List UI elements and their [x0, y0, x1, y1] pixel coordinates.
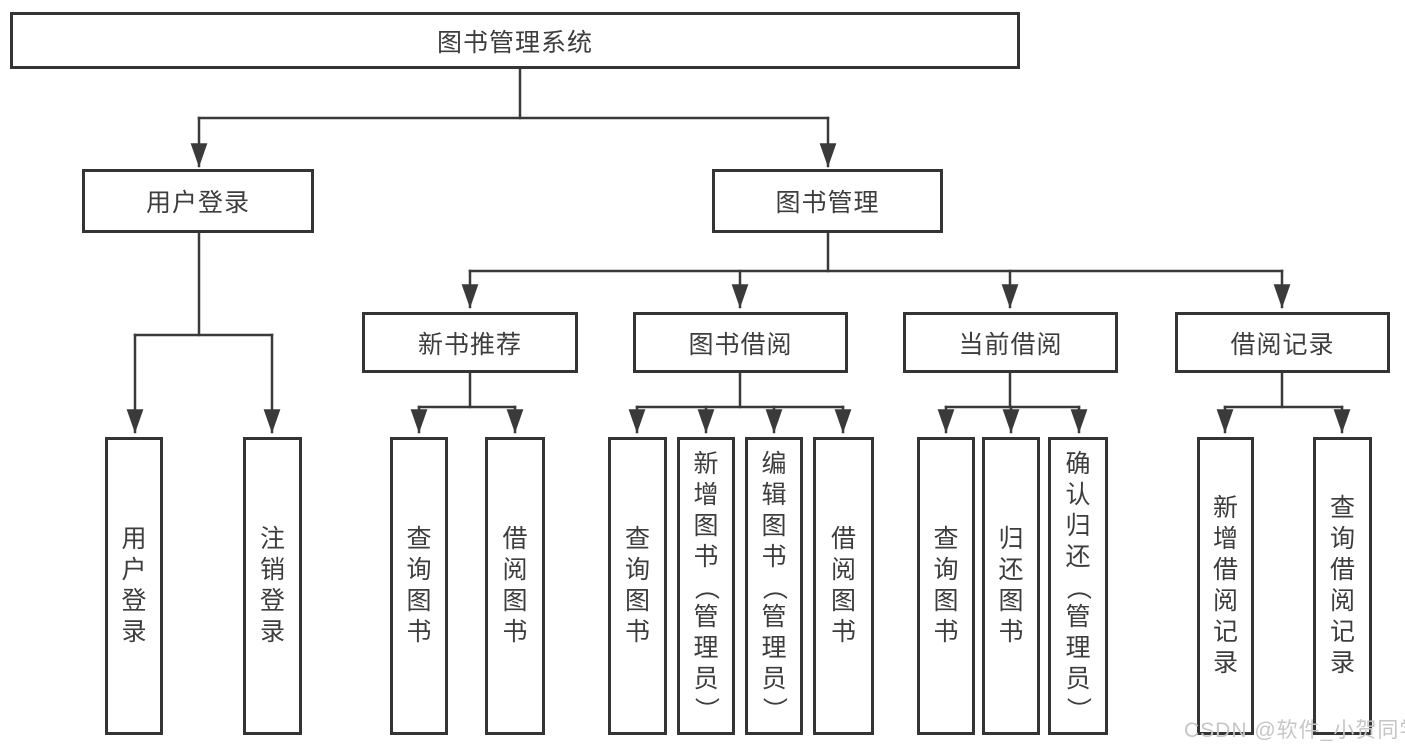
- node-user-login: 用户登录: [82, 169, 314, 233]
- leaf-borrow-books-recommend-label: 借阅图书: [502, 525, 528, 646]
- leaf-borrow-books-recommend: 借阅图书: [485, 437, 545, 735]
- leaf-query-books-borrowing-label: 查询图书: [624, 525, 650, 646]
- leaf-logout: 注销登录: [243, 437, 302, 735]
- node-book-borrowing: 图书借阅: [633, 312, 848, 373]
- leaf-query-books-recommend-label: 查询图书: [406, 525, 432, 646]
- leaf-confirm-return-admin-label: 确认归还（管理员）: [1064, 449, 1093, 722]
- watermark: CSDN @软件_小贺同学: [1184, 719, 1405, 742]
- node-library-system: 图书管理系统: [10, 12, 1020, 69]
- leaf-logout-label: 注销登录: [259, 525, 285, 646]
- leaf-add-books-admin: 新增图书（管理员）: [677, 437, 735, 735]
- leaf-return-books: 归还图书: [982, 437, 1040, 735]
- leaf-query-borrow-record: 查询借阅记录: [1313, 437, 1372, 735]
- leaf-edit-books-admin-label: 编辑图书（管理员）: [760, 449, 789, 722]
- node-book-management-label: 图书管理: [775, 189, 880, 217]
- leaf-user-login: 用户登录: [105, 437, 163, 735]
- node-new-book-recommend: 新书推荐: [362, 312, 578, 373]
- node-borrowing-records: 借阅记录: [1175, 312, 1390, 373]
- leaf-borrow-books-borrowing: 借阅图书: [813, 437, 874, 735]
- node-current-borrowing: 当前借阅: [903, 312, 1118, 373]
- node-new-book-recommend-label: 新书推荐: [417, 330, 522, 359]
- node-user-login-label: 用户登录: [145, 189, 250, 217]
- leaf-edit-books-admin: 编辑图书（管理员）: [745, 437, 803, 735]
- leaf-query-books-current-label: 查询图书: [933, 525, 959, 646]
- leaf-query-books-current: 查询图书: [917, 437, 975, 735]
- leaf-user-login-label: 用户登录: [121, 525, 147, 646]
- node-library-system-label: 图书管理系统: [436, 28, 593, 57]
- leaf-add-borrow-record: 新增借阅记录: [1197, 437, 1254, 735]
- leaf-query-books-borrowing: 查询图书: [608, 437, 667, 735]
- node-book-management: 图书管理: [712, 169, 943, 233]
- leaf-return-books-label: 归还图书: [998, 525, 1024, 646]
- node-borrowing-records-label: 借阅记录: [1230, 330, 1335, 359]
- node-current-borrowing-label: 当前借阅: [958, 330, 1063, 359]
- leaf-confirm-return-admin: 确认归还（管理员）: [1048, 437, 1108, 735]
- leaf-borrow-books-borrowing-label: 借阅图书: [830, 525, 856, 646]
- leaf-query-borrow-record-label: 查询借阅记录: [1329, 494, 1355, 677]
- node-book-borrowing-label: 图书借阅: [688, 330, 793, 359]
- leaf-query-books-recommend: 查询图书: [390, 437, 448, 735]
- leaf-add-borrow-record-label: 新增借阅记录: [1212, 494, 1238, 677]
- leaf-add-books-admin-label: 新增图书（管理员）: [692, 449, 721, 722]
